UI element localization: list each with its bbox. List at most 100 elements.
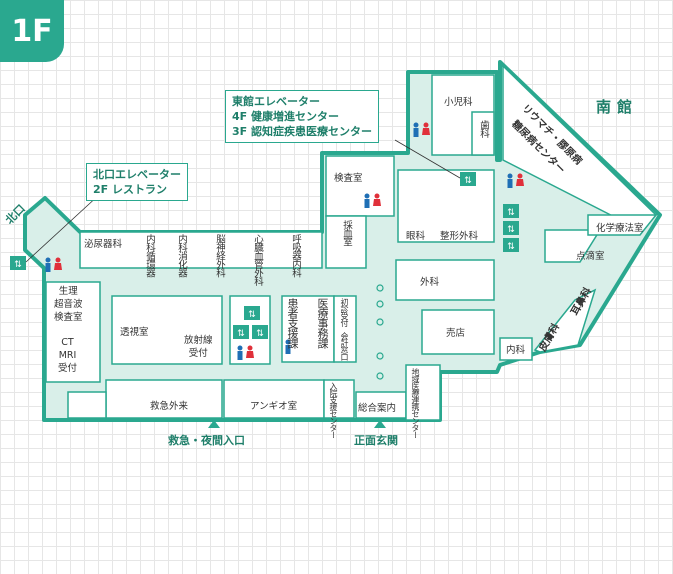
callout-line: 4F 健康増進センター <box>232 110 339 123</box>
callout-line: 2F レストラン <box>93 183 167 196</box>
label-line: 生理 <box>58 286 78 297</box>
label-line: 検査室 <box>54 312 83 323</box>
room-label-gastro: 内科消化器 <box>176 234 187 277</box>
room-er <box>105 379 223 419</box>
room-label-cardiovascular: 内科循環器 <box>144 234 155 277</box>
room-info <box>355 391 407 419</box>
leader-lines <box>25 139 461 263</box>
elevator-south-2 <box>503 221 519 235</box>
label-line: 会計 <box>340 332 349 346</box>
room-label-ophthalmology: 眼科 <box>406 231 426 242</box>
corridor-dots <box>376 284 384 380</box>
svg-text:⇅: ⇅ <box>507 242 515 252</box>
room-label-exam: 検査室 <box>334 173 363 184</box>
room-label-infusion: 点滴室 <box>576 251 605 262</box>
room-blood <box>325 215 367 269</box>
label-line: 患者 <box>286 298 299 318</box>
label-line: 放射線 <box>184 335 213 346</box>
svg-text:⇅: ⇅ <box>256 329 264 339</box>
entrance-emergency[interactable]: 救急・夜間入口 <box>168 434 245 447</box>
restroom-icon <box>364 193 381 208</box>
elevator-east <box>460 172 476 186</box>
room-label-medical-affairs: 医療事務課 <box>316 298 329 348</box>
entrance-main[interactable]: 正面玄関 <box>354 434 398 447</box>
label-line: 事務課 <box>316 318 329 348</box>
entrance-markers <box>208 420 386 428</box>
restroom-icon <box>45 257 62 272</box>
svg-text:⇅: ⇅ <box>237 329 245 339</box>
label-line: MRI <box>58 350 77 361</box>
label-line: 受付 <box>58 363 78 374</box>
room-eye-ortho <box>397 169 495 243</box>
room-derm-ent <box>533 288 597 353</box>
restroom-icon <box>237 345 254 360</box>
label-line: CT <box>61 337 74 348</box>
room-label-information: 総合案内 <box>358 403 397 414</box>
floor-badge: 1F <box>0 0 64 62</box>
room-label-cardiac: 心臓血管外科 <box>252 234 263 285</box>
room-label-physio: 生理 超音波 検査室 <box>54 285 83 324</box>
room-regional <box>405 364 441 421</box>
label-line: 受付 <box>340 312 349 326</box>
restroom-icon <box>507 173 524 188</box>
svg-text:⇅: ⇅ <box>248 310 256 320</box>
room-physio <box>45 281 101 383</box>
room-label-respiratory: 呼吸器内科 <box>290 234 301 277</box>
label-line: 医療 <box>316 298 329 318</box>
callout-east-elevator: 東館エレベーター 4F 健康増進センター 3F 認知症疾患医療センター <box>225 90 379 143</box>
room-label-shop: 売店 <box>446 328 466 339</box>
wing-south-label: 南館 <box>596 98 639 116</box>
svg-text:⇅: ⇅ <box>507 225 515 235</box>
room-label-urology: 泌尿器科 <box>84 239 123 250</box>
room-label-neurology: 脳神経外科 <box>214 234 225 277</box>
elevator-center-3 <box>252 325 268 339</box>
label-line: 地域医療 <box>411 368 420 396</box>
label-line: 支援課 <box>286 318 299 348</box>
rooms <box>45 64 658 421</box>
room-label-admission: 入院支援センター <box>328 382 338 438</box>
callout-line: 3F 認知症疾患医療センター <box>232 125 372 138</box>
restroom-icon <box>413 122 430 137</box>
label-line: 初診 <box>340 298 349 312</box>
svg-text:⇅: ⇅ <box>507 208 515 218</box>
label-line: 窓口 <box>340 346 349 360</box>
room-label-fluoro: 透視室 <box>120 327 149 338</box>
elevators <box>10 172 519 339</box>
room-label-dentistry: 歯科 <box>478 120 489 137</box>
room-label-chemo: 化学療法室 <box>596 223 644 234</box>
elevator-south-1 <box>503 204 519 218</box>
room-clinic-row <box>79 231 323 269</box>
room-label-radiology: 放射線 受付 <box>184 334 213 360</box>
restroom-icons <box>45 122 524 360</box>
room-label-regional: 地域医療連携センター <box>410 368 420 438</box>
room-reception <box>333 295 357 363</box>
elevator-north <box>10 256 26 270</box>
room-shop <box>421 309 495 355</box>
room-small <box>67 391 107 419</box>
room-label-accounting: 会計窓口 <box>339 332 350 360</box>
elevator-center-1 <box>244 306 260 320</box>
room-chemo <box>587 214 658 236</box>
room-label-ct-mri: CT MRI 受付 <box>58 336 77 375</box>
label-line: センター <box>329 410 338 438</box>
room-surgery <box>395 259 495 301</box>
room-fluoro <box>111 295 223 365</box>
room-infusion <box>544 229 602 263</box>
room-label-internal: 内科 <box>506 345 526 356</box>
room-admission <box>323 379 355 419</box>
callout-line: 北口エレベーター <box>93 168 181 181</box>
room-label-patient-support: 患者支援課 <box>286 298 299 348</box>
callout-north-elevator: 北口エレベーター 2F レストラン <box>86 163 188 201</box>
elevator-center-2 <box>233 325 249 339</box>
restroom-icon <box>285 339 291 354</box>
room-label-orthopedics: 整形外科 <box>440 231 479 242</box>
elevator-arrows: ⇅⇅ ⇅⇅⇅ ⇅⇅⇅ <box>14 176 515 339</box>
room-label-angio: アンギオ室 <box>250 401 298 412</box>
elevator-south-3 <box>503 238 519 252</box>
room-label-surgery: 外科 <box>420 277 440 288</box>
room-support <box>281 295 335 363</box>
label-line: 超音波 <box>54 299 83 310</box>
label-line: 入院支援 <box>329 382 338 410</box>
room-label-er: 救急外来 <box>150 401 189 412</box>
